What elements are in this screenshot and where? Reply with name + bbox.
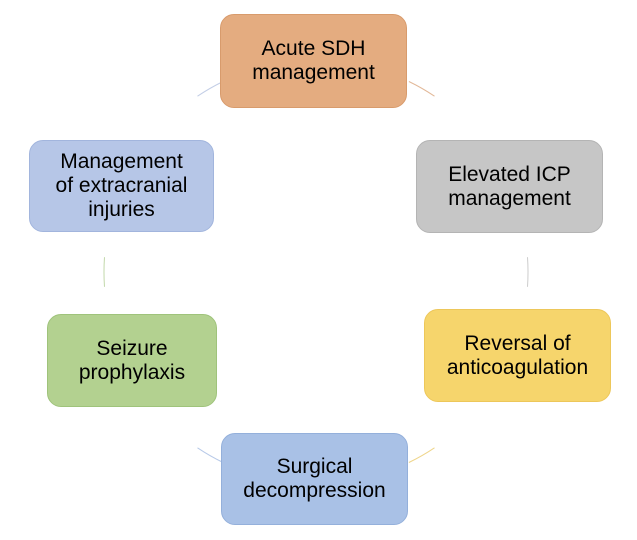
cycle-connector-arc xyxy=(527,257,529,287)
cycle-connector-arc xyxy=(197,447,224,463)
node-seizure-prophylaxis: Seizure prophylaxis xyxy=(47,314,217,407)
node-surgical-decompression: Surgical decompression xyxy=(221,433,408,525)
node-reversal-of-anticoagulation: Reversal of anticoagulation xyxy=(424,309,611,402)
node-label-surgical-decompression: Surgical decompression xyxy=(243,455,386,502)
node-elevated-icp-management: Elevated ICP management xyxy=(416,140,603,233)
node-label-acute-sdh-management: Acute SDH management xyxy=(252,37,375,84)
node-label-seizure-prophylaxis: Seizure prophylaxis xyxy=(78,336,186,384)
node-management-of-extracranial-injuries: Management of extracranial injuries xyxy=(29,140,214,232)
node-label-reversal-of-anticoagulation: Reversal of anticoagulation xyxy=(446,331,589,379)
node-acute-sdh-management: Acute SDH management xyxy=(220,14,407,108)
cycle-connector-arc xyxy=(408,447,435,463)
cycle-connector-arc xyxy=(103,257,105,287)
node-label-management-of-extracranial-injuries: Management of extracranial injuries xyxy=(55,150,188,221)
node-label-elevated-icp-management: Elevated ICP management xyxy=(448,162,571,210)
cycle-connector-arc xyxy=(408,81,435,97)
